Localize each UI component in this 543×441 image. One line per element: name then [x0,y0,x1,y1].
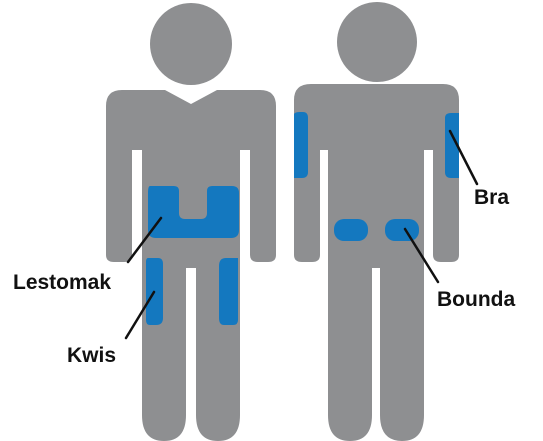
arm-label: Bra [474,186,509,209]
front-body [106,90,276,441]
right-thigh-site [219,258,238,325]
left-buttock-site [334,219,368,241]
left-arm-site [294,112,308,178]
thigh-label: Kwis [67,344,116,367]
back-figure [294,2,459,441]
abdomen-label: Lestomak [13,271,111,294]
right-buttock-site [385,219,419,241]
front-head [150,3,232,85]
back-head [337,2,417,82]
back-body [294,84,459,441]
buttock-label: Bounda [437,288,515,311]
